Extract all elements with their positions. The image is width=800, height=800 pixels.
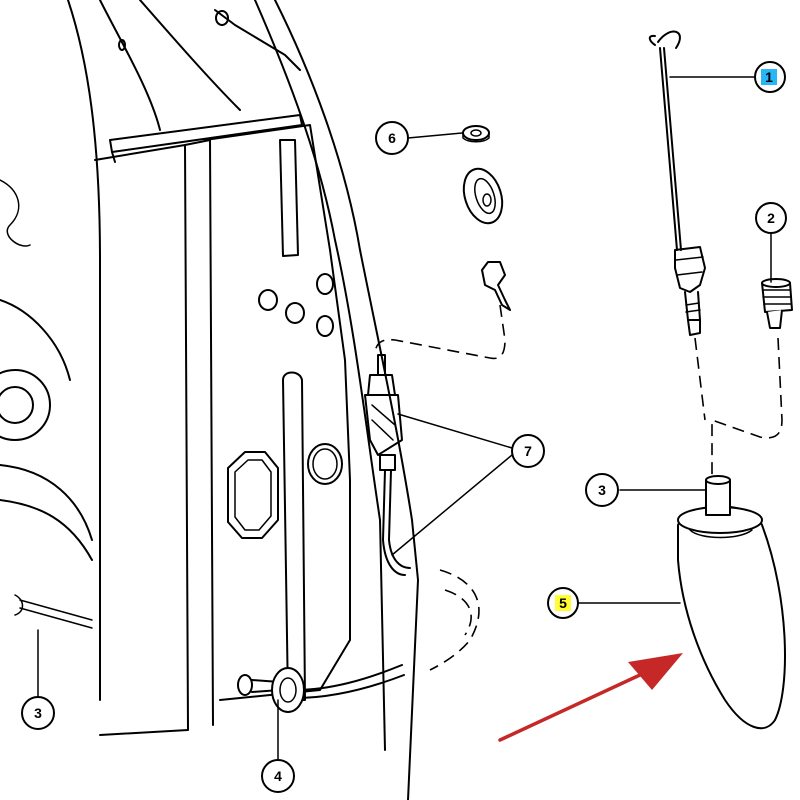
callout-7-label: 7 xyxy=(524,443,532,459)
callout-2: 2 xyxy=(755,202,787,234)
callout-3-antenna: 3 xyxy=(585,473,619,507)
callout-2-label: 2 xyxy=(767,210,775,226)
callout-1: 1 xyxy=(754,61,786,93)
callout-6-label: 6 xyxy=(388,130,396,146)
callout-4: 4 xyxy=(261,759,295,793)
callout-3-body-label: 3 xyxy=(34,705,42,721)
callout-1-highlight xyxy=(761,69,777,85)
part-2-adapter-stud xyxy=(761,278,793,329)
leader-lines xyxy=(37,76,772,761)
callout-4-label: 4 xyxy=(274,768,282,784)
vehicle-body-panel xyxy=(0,0,419,800)
part-5-antenna-base-housing xyxy=(677,475,786,730)
part-6-nut-gasket xyxy=(462,125,511,311)
callout-7: 7 xyxy=(511,434,545,468)
callout-3-body: 3 xyxy=(21,696,55,730)
part-1-antenna-mast xyxy=(648,30,706,336)
assembly-dashed-lines xyxy=(374,304,783,671)
callout-5: 5 xyxy=(547,587,579,619)
callout-5-highlight xyxy=(555,595,571,611)
red-direction-arrow xyxy=(498,653,683,742)
callout-1-label: 1 xyxy=(765,69,773,85)
callout-6: 6 xyxy=(375,121,409,155)
callout-5-label: 5 xyxy=(559,595,567,611)
antenna-cable-assembly xyxy=(294,354,411,699)
callout-3-antenna-label: 3 xyxy=(598,482,606,498)
part-4-grommet xyxy=(237,667,305,713)
